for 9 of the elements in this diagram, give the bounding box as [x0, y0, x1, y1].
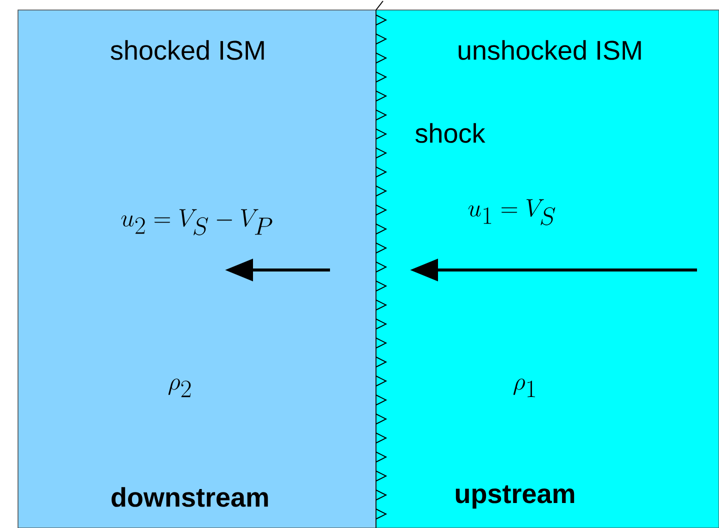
velocity-formula: $u_{1} = V_{S}$: [468, 199, 556, 226]
region-title: unshocked ISM: [458, 40, 641, 60]
shock-label: shock: [416, 123, 486, 143]
density-formula: $\rho_{1}$: [513, 378, 535, 398]
region-title: shocked ISM: [110, 40, 264, 60]
region-name: downstream: [112, 487, 268, 507]
density-formula: $\rho_{2}$: [168, 378, 191, 398]
region-name: upstream: [456, 485, 574, 509]
velocity-formula: $u_{2} = V_{S} - V_{P}$: [121, 209, 272, 236]
